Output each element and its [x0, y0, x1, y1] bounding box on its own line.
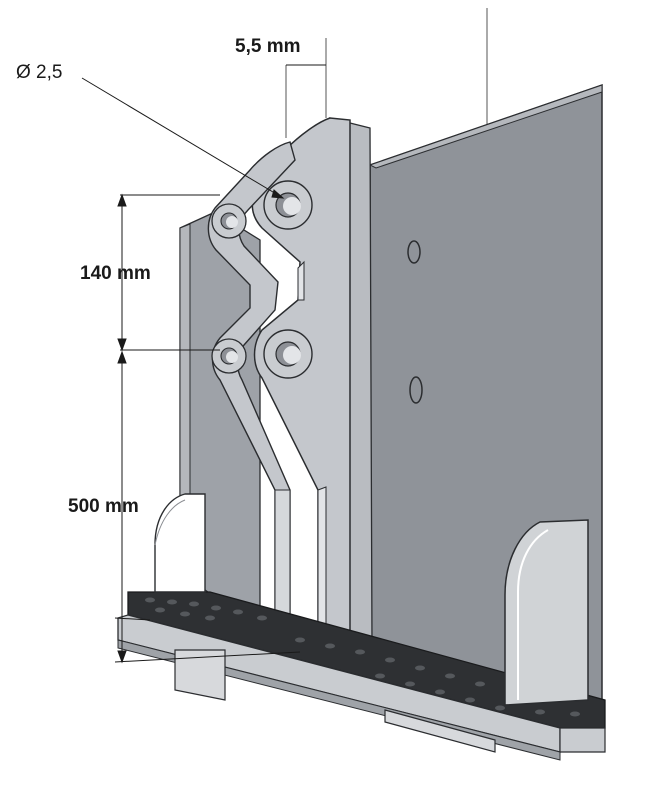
- base-slot-right: [384, 709, 496, 753]
- top-extension-lines: [285, 8, 488, 138]
- hole-spacing-label: 140 mm: [80, 263, 151, 284]
- diameter-label: Ø 2,5: [16, 62, 62, 83]
- left-bracket-hole-upper: [211, 203, 247, 239]
- left-bracket-hole-lower: [211, 338, 247, 374]
- height-dimension: [114, 350, 301, 664]
- end-stop-left: [154, 493, 206, 593]
- left-bracket: [207, 141, 296, 633]
- panel-hole-lower: [409, 376, 423, 404]
- hole-spacing-dimension: [117, 193, 220, 352]
- perforation-pattern: [145, 597, 580, 717]
- right-bracket-hole-lower: [263, 329, 313, 379]
- diameter-leader: [81, 77, 285, 199]
- base-plate: [117, 591, 606, 761]
- height-label: 500 mm: [68, 496, 139, 517]
- right-bracket-hole-upper: [263, 180, 313, 230]
- end-stop-right: [504, 519, 589, 706]
- thickness-label: 5,5 mm: [235, 36, 300, 57]
- base-slot-left: [174, 649, 226, 701]
- right-bracket: [251, 117, 373, 646]
- panel-hole-upper: [407, 240, 421, 264]
